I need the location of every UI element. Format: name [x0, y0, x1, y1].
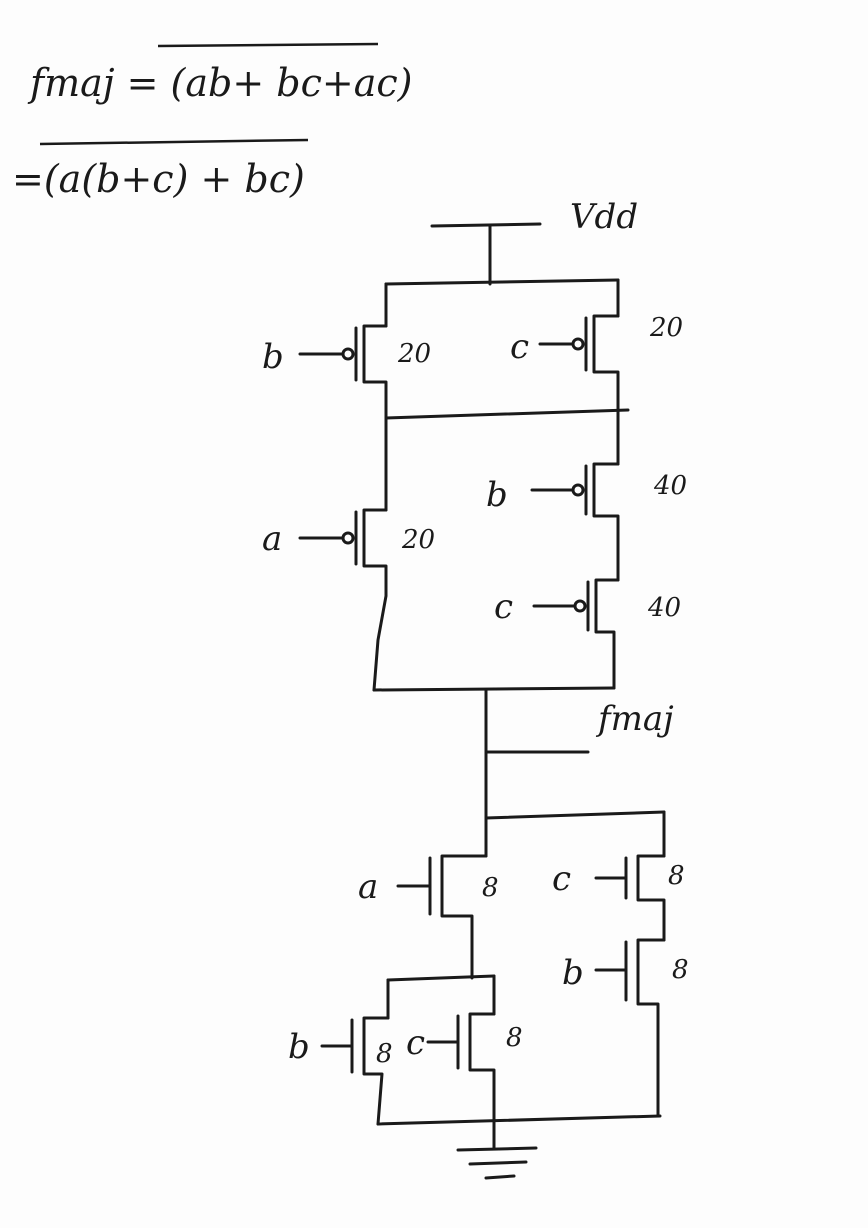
pmos-lower-parallel-wires — [372, 408, 620, 692]
nmos-bottom-parallel-wires — [376, 974, 662, 1126]
pmos-top-parallel-wires — [384, 278, 630, 420]
nmos-a-size: 8 — [482, 873, 499, 903]
pmos-c-size: 20 — [649, 313, 683, 343]
pmos-b-size: 20 — [397, 339, 431, 369]
nmos-transistor-b-bottom — [320, 1016, 390, 1126]
pmos-transistor-b — [298, 324, 388, 420]
equation-line-1: fmaj = (ab+ bc+ac) — [27, 61, 412, 105]
nmos-b-right-size: 8 — [672, 955, 689, 985]
pmos-transistor-c-series — [532, 578, 620, 690]
pmos-a-gate-label: a — [262, 519, 282, 559]
nmos-b-right-gate-label: b — [562, 953, 584, 993]
output-label: fmaj — [595, 699, 674, 739]
nmos-a-gate-label: a — [358, 867, 378, 907]
pmos-transistor-a — [298, 508, 388, 692]
equation-2-complement-bar — [39, 138, 309, 146]
nmos-transistor-a — [396, 854, 488, 980]
pmos-b-series-gate-label: b — [486, 475, 508, 515]
pmos-c-gate-label: c — [510, 327, 529, 367]
output-node-wires — [484, 688, 590, 820]
nmos-c-right-gate-label: c — [552, 859, 571, 899]
vdd-label: Vdd — [570, 197, 638, 237]
equation-1-complement-bar — [157, 42, 379, 48]
nmos-transistor-c-right — [594, 854, 666, 942]
ground-symbol — [456, 1118, 538, 1180]
pmos-a-size: 20 — [401, 525, 435, 555]
vdd-rail — [430, 222, 542, 286]
nmos-transistor-b-right — [594, 938, 666, 1118]
pmos-c-series-size: 40 — [647, 593, 681, 623]
nmos-top-parallel-wires — [484, 810, 666, 858]
nmos-b-bottom-gate-label: b — [288, 1027, 310, 1067]
nmos-c-bottom-gate-label: c — [406, 1023, 425, 1063]
pmos-transistor-b-series — [530, 462, 620, 582]
nmos-b-bottom-size: 8 — [376, 1039, 393, 1069]
equation-line-2: =(a(b+c) + bc) — [12, 157, 305, 201]
nmos-transistor-c-bottom — [426, 1012, 496, 1122]
pmos-transistor-c — [538, 314, 620, 412]
pmos-b-gate-label: b — [262, 337, 284, 377]
pmos-c-series-gate-label: c — [494, 587, 513, 627]
nmos-c-right-size: 8 — [668, 861, 685, 891]
pmos-b-series-size: 40 — [653, 471, 687, 501]
nmos-c-bottom-size: 8 — [506, 1023, 523, 1053]
